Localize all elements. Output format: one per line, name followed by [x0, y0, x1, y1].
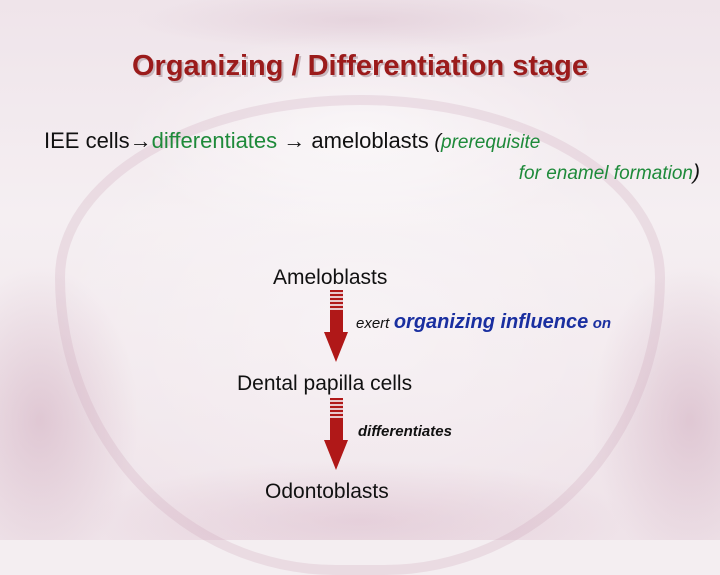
statement-line-1: IEE cells→differentiates → ameloblasts (…	[44, 128, 540, 154]
down-arrow-icon	[330, 290, 343, 332]
dental-papilla-node: Dental papilla cells	[237, 372, 412, 396]
organizing-influence-text: organizing influence	[394, 311, 588, 333]
odontoblasts-node: Odontoblasts	[265, 480, 389, 504]
open-paren: (	[429, 131, 441, 153]
ameloblasts-node: Ameloblasts	[273, 266, 387, 290]
down-arrow-icon	[330, 398, 343, 440]
ameloblasts-text: ameloblasts	[311, 128, 428, 153]
right-arrow-icon: →	[130, 128, 152, 153]
exert-text: exert	[356, 315, 389, 332]
slide-title: Organizing / Differentiation stage	[0, 50, 720, 83]
differentiates-text: differentiates	[152, 128, 278, 153]
prerequisite-text: prerequisite	[441, 132, 540, 153]
differentiates-note: differentiates	[358, 423, 452, 440]
on-text: on	[593, 315, 611, 332]
organizing-influence-note: exert organizing influence on	[356, 311, 611, 334]
right-arrow-icon: →	[277, 128, 311, 153]
iee-cells-text: IEE cells	[44, 128, 130, 153]
statement-line-2: for enamel formation)	[519, 161, 700, 185]
close-paren: )	[693, 161, 700, 184]
enamel-formation-text: for enamel formation	[519, 163, 693, 184]
